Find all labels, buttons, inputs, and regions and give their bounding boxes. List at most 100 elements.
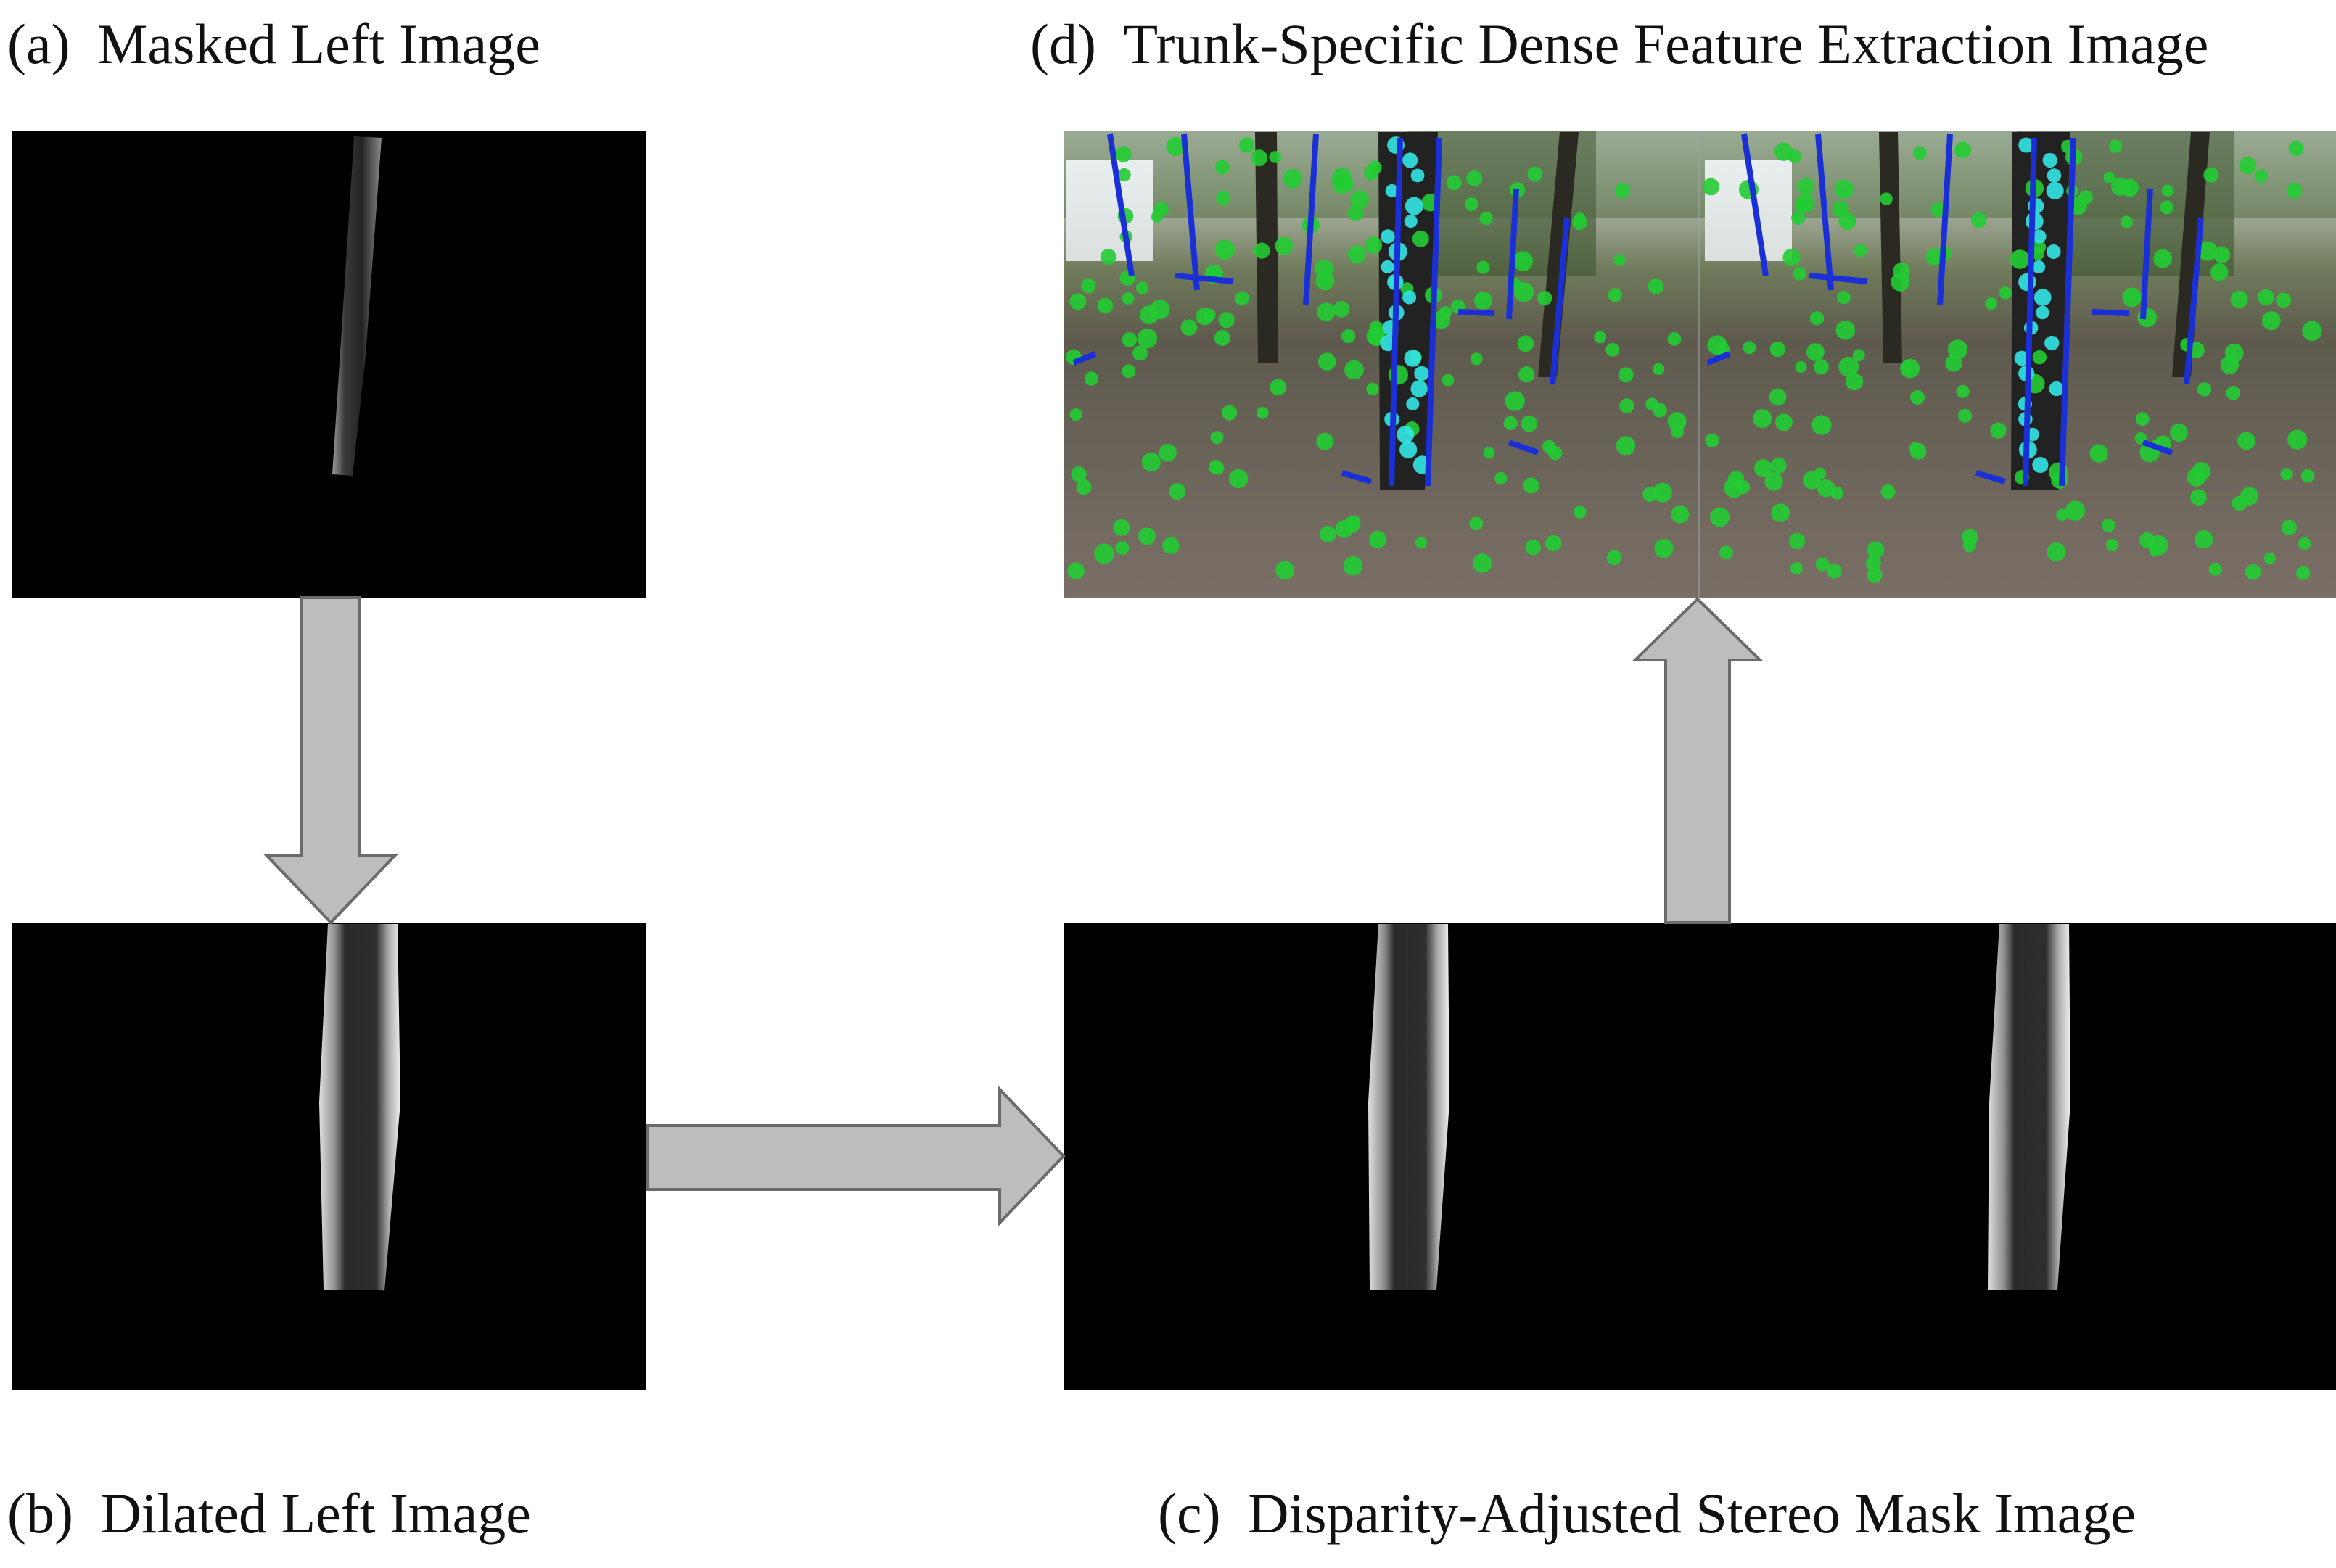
feature-point: [1618, 367, 1634, 383]
trunk-feature-point: [1410, 168, 1425, 183]
feature-point: [2261, 311, 2281, 331]
feature-point: [1270, 379, 1287, 396]
feature-point: [1705, 433, 1719, 447]
feature-point: [1854, 244, 1867, 257]
feature-point: [1132, 345, 1148, 361]
feature-point: [1238, 137, 1255, 153]
feature-point: [1956, 384, 1970, 398]
feature-point: [1813, 359, 1829, 375]
feature-point: [1764, 472, 1783, 491]
feature-point: [1809, 311, 1825, 326]
feature-point: [1503, 416, 1518, 431]
line-feature: [1175, 273, 1234, 284]
trunk-feature-point: [2046, 244, 2061, 259]
panel-c-stereo-mask-image: [1064, 923, 2336, 1390]
feature-point: [1667, 412, 1687, 432]
feature-point: [1791, 210, 1806, 226]
feature-point: [1350, 190, 1369, 209]
feature-point: [1880, 192, 1893, 205]
caption-d-title: Trunk-Specific Dense Feature Extraction …: [1123, 12, 2209, 75]
trunk-feature-point: [2044, 335, 2060, 351]
feature-point: [1608, 288, 1622, 302]
line-feature: [1975, 470, 2007, 484]
feature-point: [1806, 343, 1825, 361]
trunk-feature-point: [1414, 366, 1429, 381]
line-feature: [2142, 440, 2173, 455]
line-feature: [2023, 137, 2037, 487]
feature-point: [2302, 321, 2322, 341]
trunk-feature-point: [1381, 260, 1394, 274]
feature-point: [1803, 471, 1822, 490]
line-feature: [1303, 133, 1319, 305]
trunk-feature-point: [1404, 214, 1418, 228]
feature-point: [1169, 483, 1186, 500]
feature-point: [1250, 149, 1267, 167]
feature-point: [1415, 537, 1428, 549]
feature-point: [1796, 199, 1810, 213]
feature-point: [2237, 432, 2255, 450]
feature-point: [1094, 543, 1114, 564]
feature-point: [1470, 352, 1483, 366]
feature-point: [1317, 352, 1336, 371]
feature-point: [1159, 444, 1177, 462]
line-feature: [1706, 351, 1731, 366]
feature-point: [1865, 555, 1882, 571]
feature-point: [1469, 516, 1484, 531]
feature-point: [1275, 236, 1294, 255]
feature-point: [2031, 247, 2044, 260]
trunk-feature-point: [1397, 425, 1415, 444]
dilated-trunk: [319, 924, 400, 1291]
feature-point: [1572, 215, 1587, 231]
feature-point: [1930, 202, 1946, 218]
feature-point: [1204, 308, 1216, 321]
feature-point: [1494, 471, 1508, 484]
feature-point: [2122, 287, 2142, 308]
feature-point: [1880, 484, 1896, 500]
feature-point: [1162, 537, 1180, 554]
feature-point: [1811, 415, 1832, 435]
caption-a-title: Masked Left Image: [97, 12, 540, 75]
feature-point: [1671, 505, 1690, 524]
feature-point: [1838, 212, 1856, 231]
feature-point: [1909, 442, 1921, 454]
feature-point: [1542, 440, 1556, 454]
caption-a-label: (a): [7, 12, 70, 75]
feature-point: [1893, 263, 1910, 280]
caption-b: (b) Dilated Left Image: [7, 1485, 531, 1542]
trunk-feature-point: [1399, 440, 1418, 459]
feature-point: [1900, 358, 1920, 379]
feature-point: [1613, 254, 1626, 266]
feature-point: [1954, 141, 1972, 159]
feature-point: [1137, 328, 1158, 349]
feature-point: [2089, 444, 2108, 463]
trunk-feature-point: [1405, 197, 1423, 215]
feature-point: [2286, 183, 2303, 199]
feature-point: [1117, 168, 1131, 182]
feature-point: [1525, 540, 1541, 556]
feature-point: [2213, 246, 2231, 263]
feature-point: [1835, 321, 1856, 340]
feature-point: [1788, 532, 1806, 550]
feature-point: [1136, 281, 1149, 294]
feature-point: [1867, 541, 1885, 558]
feature-point: [1614, 183, 1630, 199]
feature-point: [1412, 230, 1429, 247]
feature-point: [1505, 391, 1525, 411]
trunk-feature-point: [1402, 290, 1417, 305]
feature-point: [2258, 289, 2274, 306]
line-feature: [1809, 273, 1868, 284]
feature-point: [1368, 530, 1387, 548]
feature-point: [1483, 447, 1495, 459]
feature-point: [1667, 331, 1682, 346]
feature-point: [1153, 202, 1169, 217]
feature-point: [1947, 339, 1968, 360]
feature-point: [1347, 205, 1364, 221]
feature-point: [1832, 200, 1849, 218]
trunk-feature-point: [2014, 350, 2030, 366]
feature-point: [1788, 149, 1802, 164]
feature-point: [1069, 408, 1082, 421]
feature-point: [2263, 552, 2276, 565]
feature-point: [1970, 212, 1987, 228]
feature-point: [2121, 178, 2139, 197]
panel-b-dilated-left-image: [12, 923, 646, 1390]
